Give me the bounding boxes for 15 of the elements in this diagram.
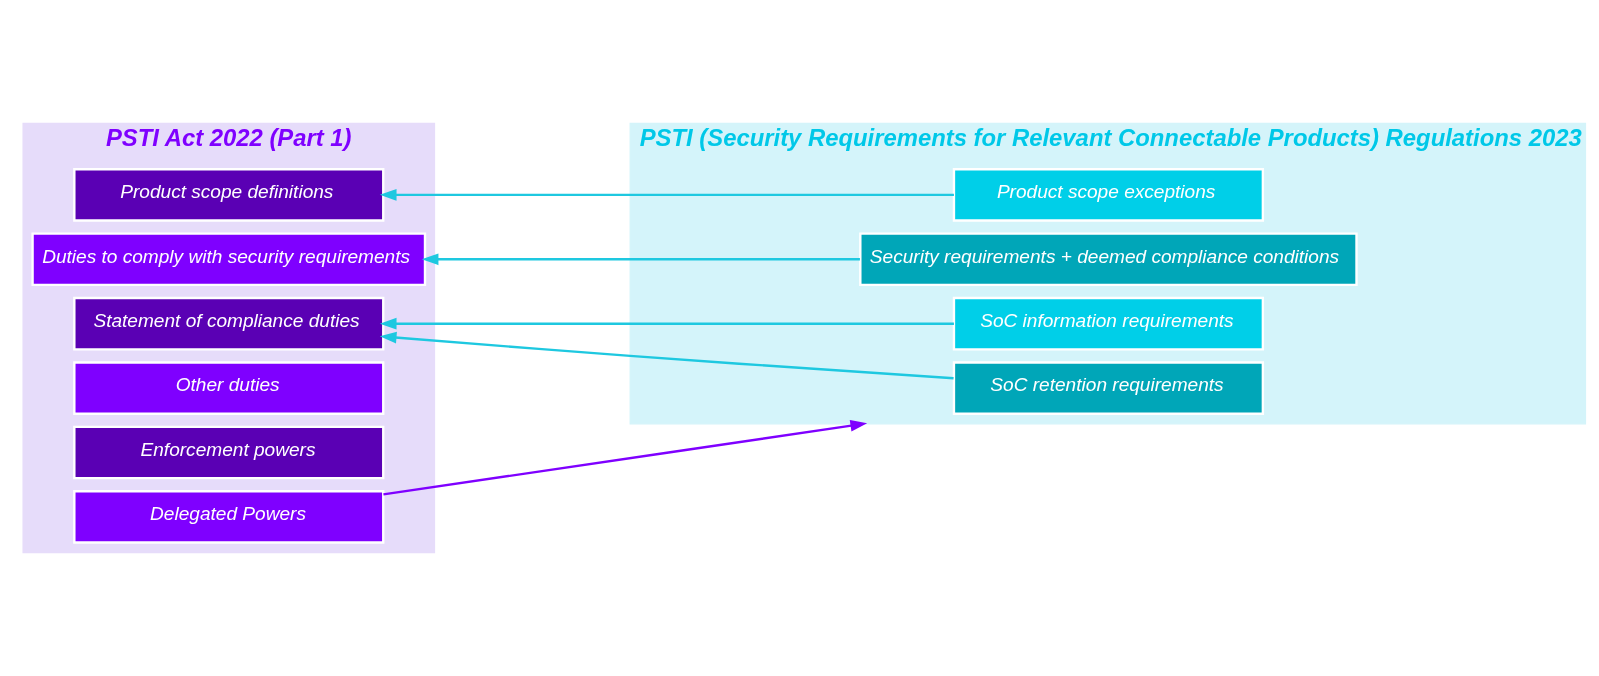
arrow	[383, 420, 868, 496]
node-box: Statement of compliance duties	[73, 296, 385, 351]
node-box: SoC information requirements	[952, 296, 1265, 351]
arrow	[379, 331, 954, 380]
node-box: Delegated Powers	[73, 490, 385, 544]
node-box: Product scope definitions	[73, 168, 385, 222]
arrow	[379, 189, 954, 201]
node-box: SoC retention requirements	[952, 361, 1265, 415]
node-box: Other duties	[73, 361, 385, 415]
node-box: Enforcement powers	[73, 425, 385, 480]
arrow	[379, 317, 954, 330]
node-box: Product scope exceptions	[952, 168, 1265, 222]
node-box: Duties to comply with security requirements	[31, 232, 427, 287]
arrow	[421, 253, 860, 266]
node-box: Security requirements + deemed compliance conditions	[859, 232, 1358, 287]
